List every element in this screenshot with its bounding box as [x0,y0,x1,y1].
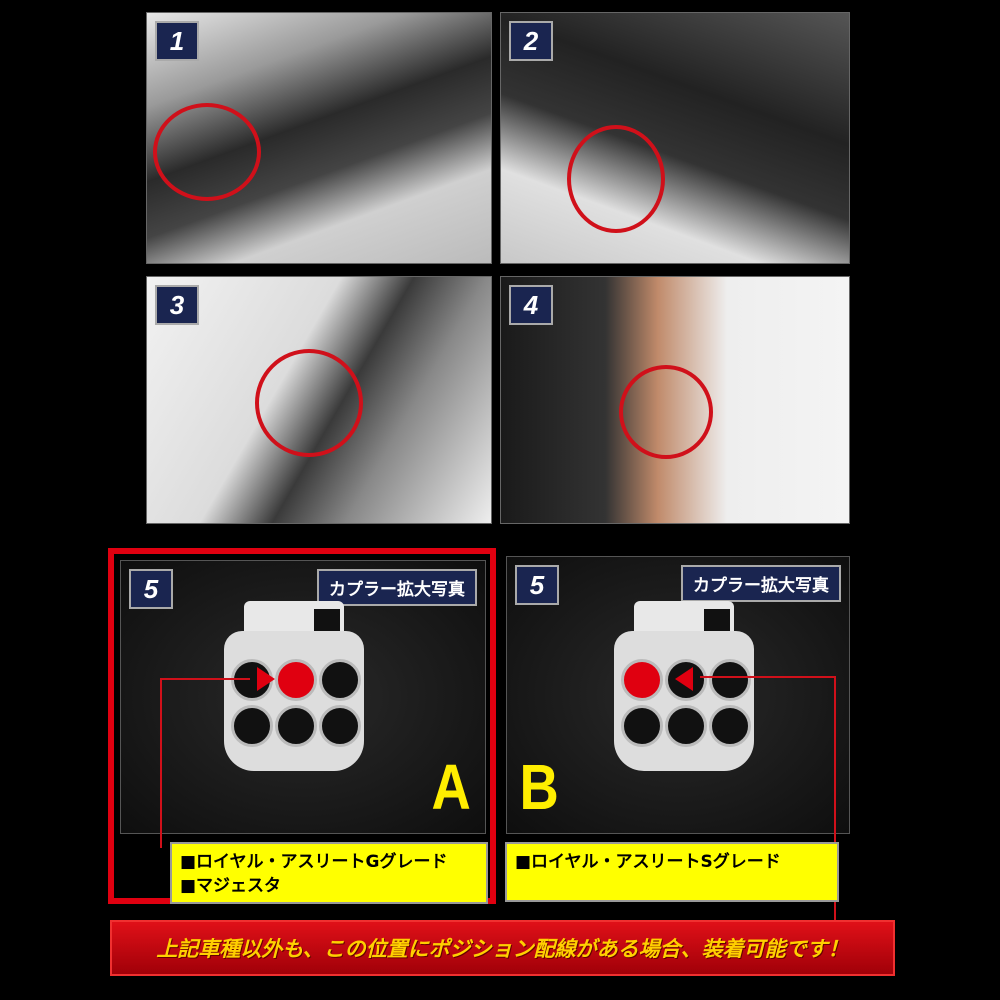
compatibility-banner: 上記車種以外も、この位置にポジション配線がある場合、装着可能です！ [110,920,895,976]
arrow-icon [675,667,693,691]
highlight-circle [153,103,261,201]
grade-item: ■ロイヤル・アスリートSグレード [515,852,781,872]
connector [209,601,379,781]
step-number: 2 [509,21,553,61]
target-pin [275,659,317,701]
arrow-icon [257,667,275,691]
step-number: 3 [155,285,199,325]
step-number: 5 [515,565,559,605]
variant-letter-a: A [431,751,471,823]
highlight-circle [567,125,665,233]
closeup-label: カプラー拡大写真 [317,569,477,606]
pointer-line [834,676,836,920]
coupler-b-panel: 5 カプラー拡大写真 [506,556,850,834]
coupler-a-panel: 5 カプラー拡大写真 [120,560,486,834]
grade-item: ■ロイヤル・アスリートGグレード [180,852,448,872]
closeup-label: カプラー拡大写真 [681,565,841,602]
highlight-circle [255,349,363,457]
grade-box-b: ■ロイヤル・アスリートSグレード [505,842,839,902]
step-2-photo: 2 [500,12,850,264]
step-4-photo: 4 [500,276,850,524]
target-pin [621,659,663,701]
pointer-line [700,676,836,678]
connector [599,601,769,781]
step-1-photo: 1 [146,12,492,264]
step-number: 4 [509,285,553,325]
step-number: 5 [129,569,173,609]
pointer-line [160,678,250,680]
step-number: 1 [155,21,199,61]
step-3-photo: 3 [146,276,492,524]
variant-letter-b: B [519,751,559,823]
highlight-circle [619,365,713,459]
pointer-line [160,678,162,848]
grade-box-a: ■ロイヤル・アスリートGグレード ■マジェスタ [170,842,488,904]
grade-item: ■マジェスタ [180,876,282,896]
